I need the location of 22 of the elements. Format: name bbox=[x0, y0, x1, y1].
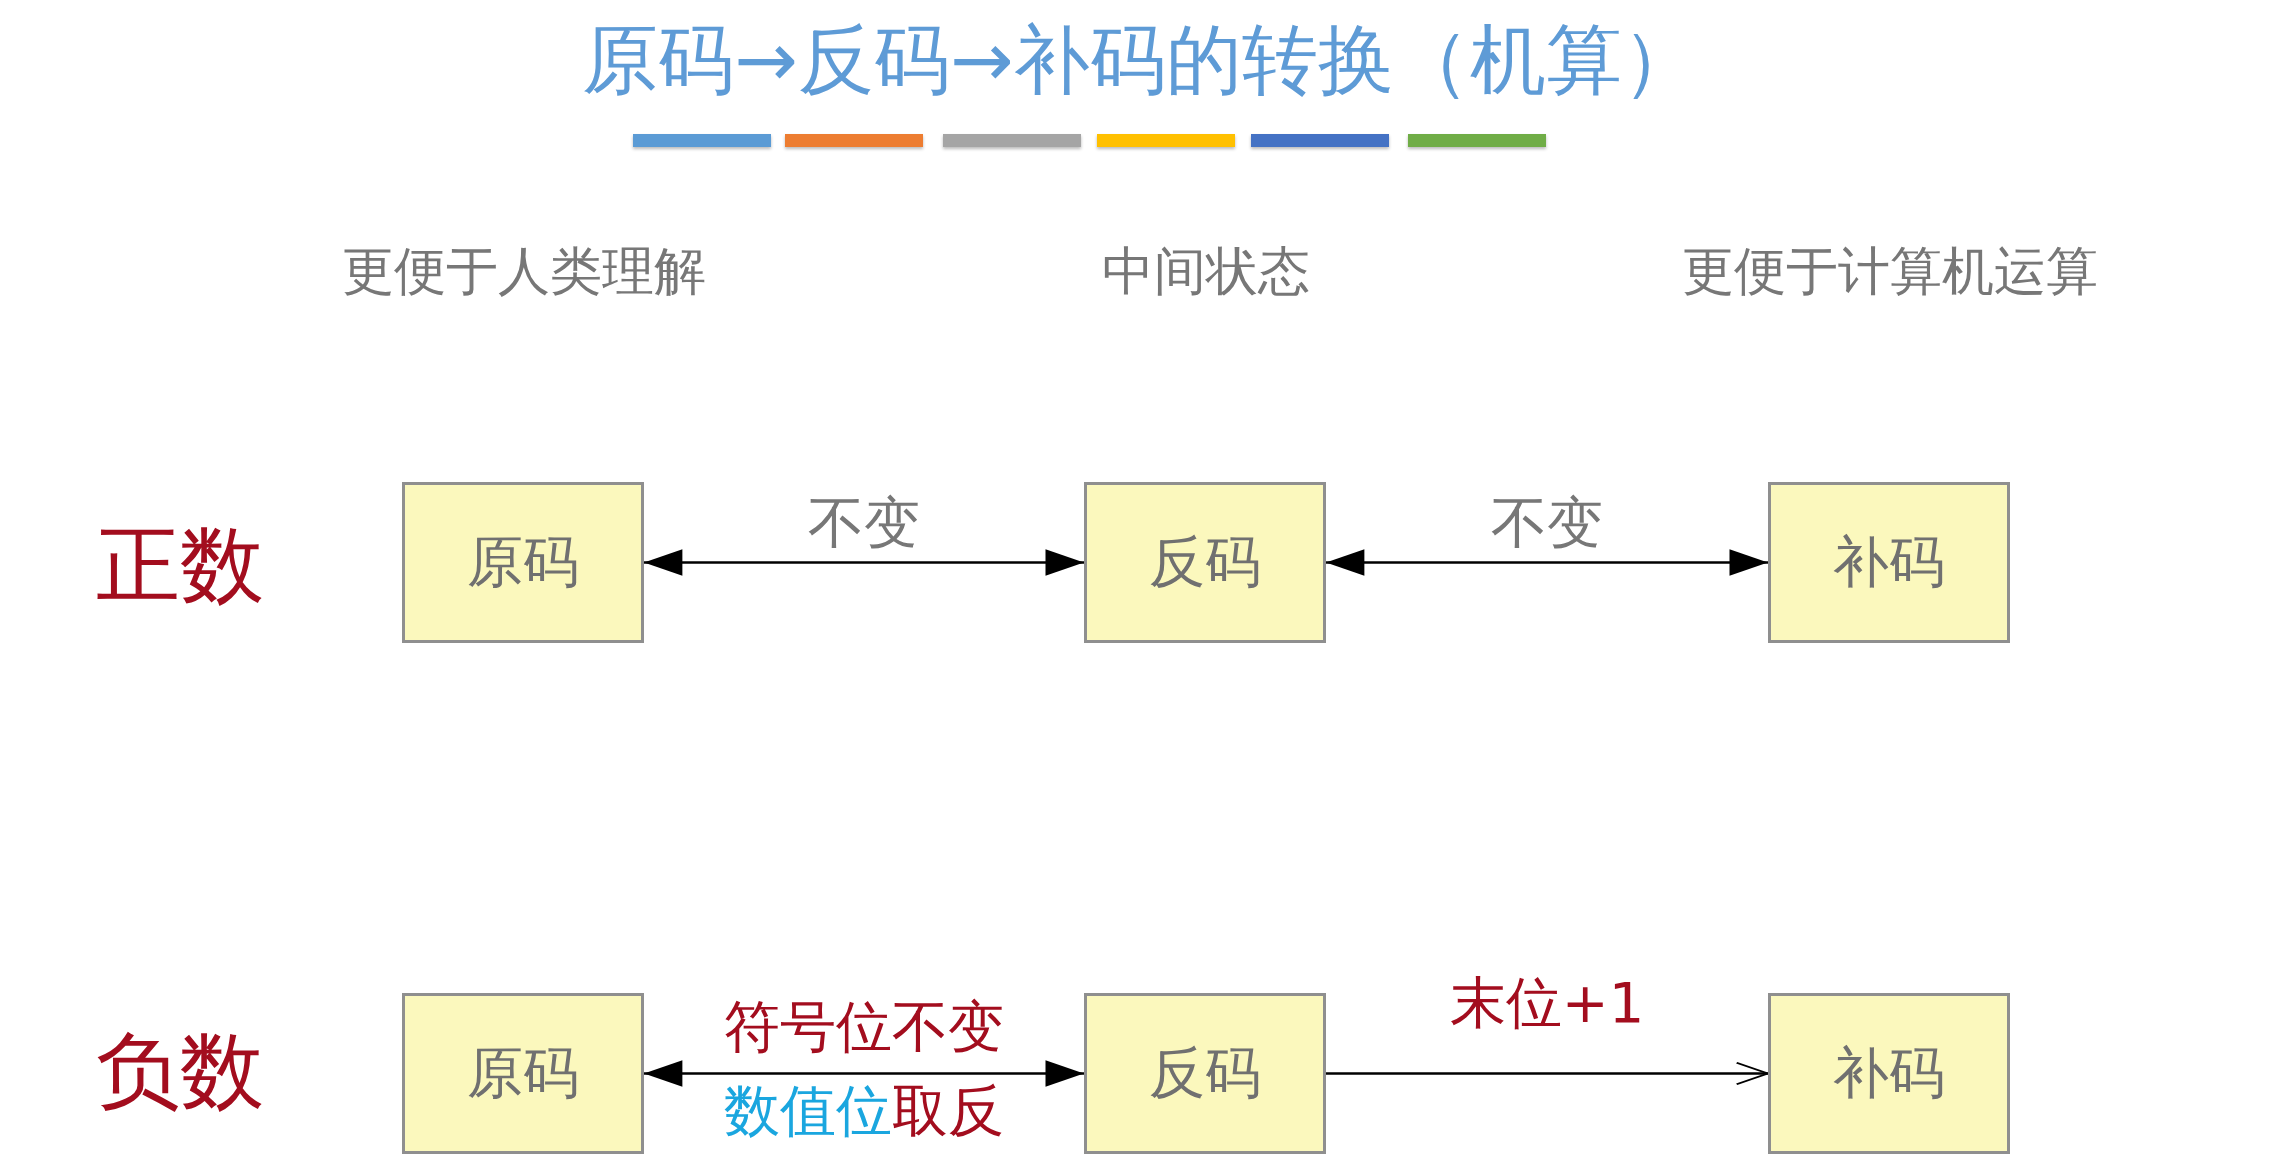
code-box: 补码 bbox=[1768, 482, 2010, 643]
code-box: 原码 bbox=[402, 482, 644, 643]
column-heading: 更便于计算机运算 bbox=[1682, 240, 2098, 303]
column-heading: 中间状态 bbox=[1102, 240, 1310, 303]
arrow bbox=[1326, 549, 1768, 576]
edge-label: 不变 bbox=[1491, 489, 1603, 557]
note-text: 取反 bbox=[892, 1077, 1004, 1145]
code-box: 反码 bbox=[1084, 993, 1326, 1154]
arrow bbox=[644, 549, 1084, 576]
row-heading: 负数 bbox=[96, 1021, 264, 1122]
edge-label: 符号位不变 bbox=[724, 993, 1004, 1061]
code-box: 补码 bbox=[1768, 993, 2010, 1154]
code-box: 反码 bbox=[1084, 482, 1326, 643]
arrow bbox=[644, 1060, 1084, 1087]
row-heading: 正数 bbox=[96, 515, 264, 616]
code-box: 原码 bbox=[402, 993, 644, 1154]
arrow bbox=[1326, 1062, 1769, 1085]
title: 原码→反码→补码的转换（机算） bbox=[581, 14, 1699, 106]
column-heading: 更便于人类理解 bbox=[342, 240, 706, 303]
edge-label: 末位+1 bbox=[1449, 969, 1645, 1037]
edge-label: 不变 bbox=[808, 489, 920, 557]
note-text: 数值位 bbox=[724, 1077, 892, 1145]
